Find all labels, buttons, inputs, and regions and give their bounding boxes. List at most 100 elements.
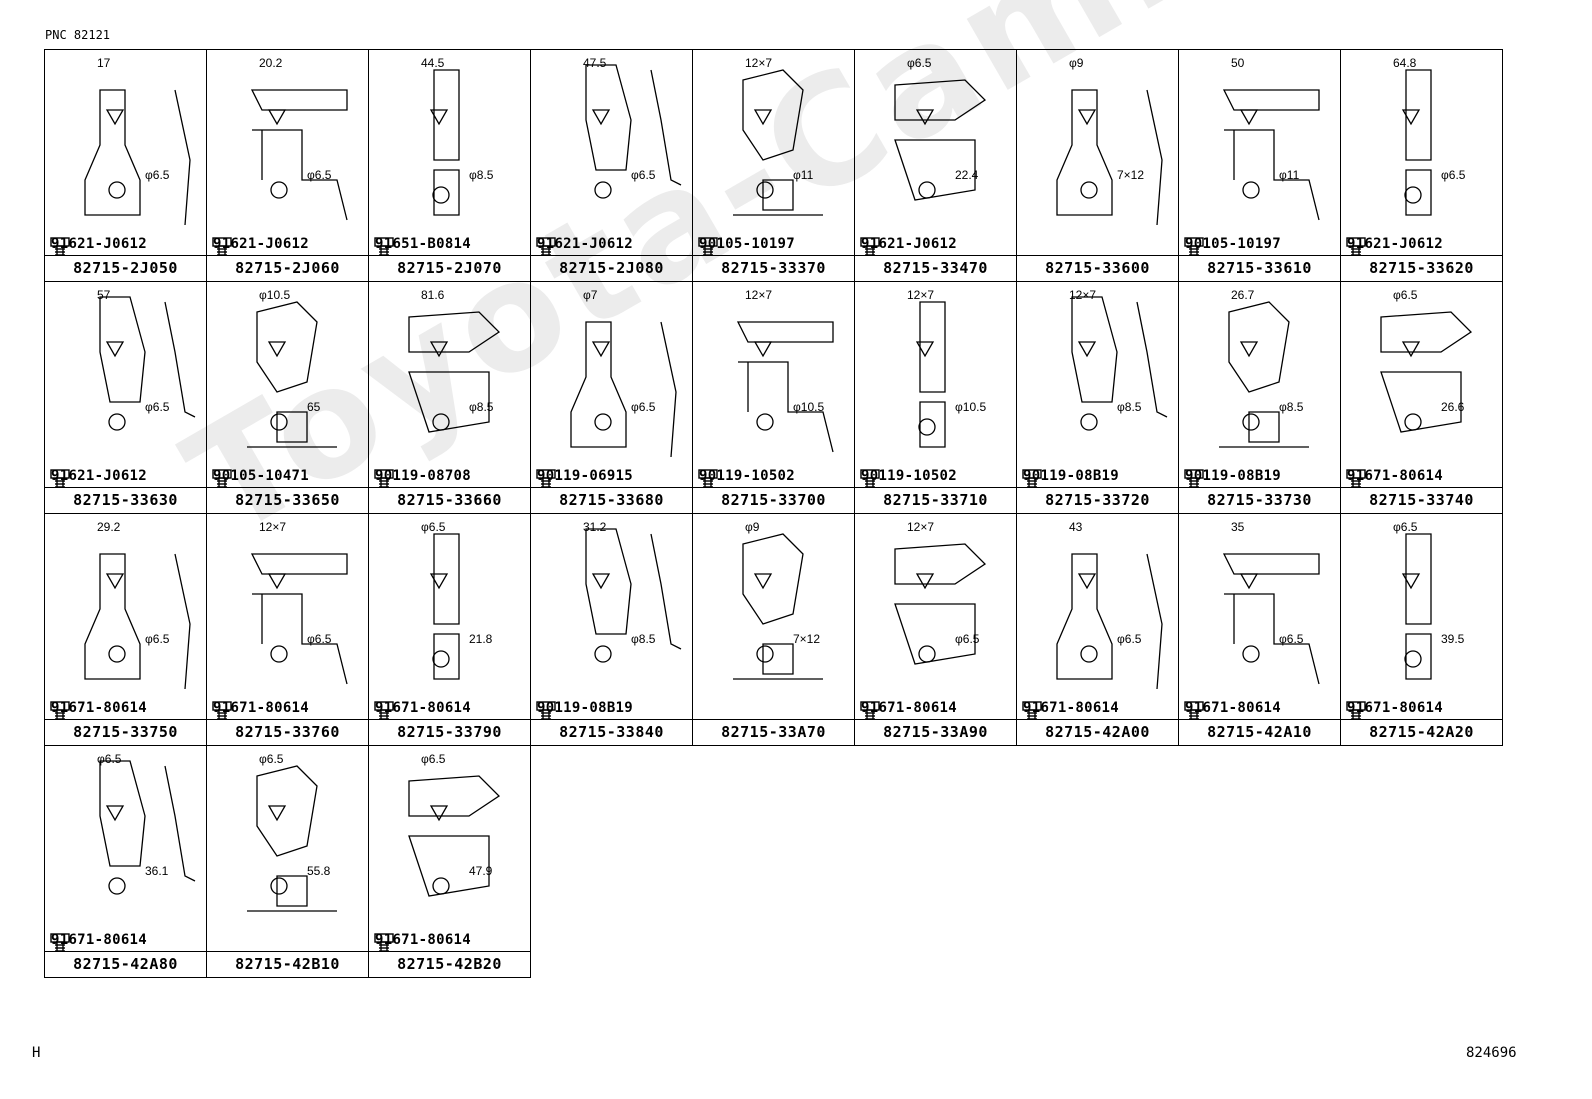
bolt-part-number: 90105-10197: [1185, 236, 1282, 252]
part-number[interactable]: 82715-33730: [1207, 491, 1312, 509]
part-number[interactable]: 82715-33680: [559, 491, 664, 509]
bracket-drawing: [99, 296, 196, 431]
dimension-label: φ6.5: [259, 752, 284, 766]
bolt-icon: [374, 469, 394, 487]
dimension-label: φ6.5: [145, 632, 170, 646]
bracket-drawing: [736, 321, 834, 453]
part-number[interactable]: 82715-33840: [559, 723, 664, 741]
bolt-callout: 91621-J0612: [859, 236, 957, 255]
part-number[interactable]: 82715-2J060: [235, 259, 340, 277]
bolt-part-number: 90119-08B19: [1185, 468, 1282, 484]
part-number[interactable]: 82715-42B10: [235, 955, 340, 973]
bolt-callout: 91621-J0612: [211, 236, 309, 255]
part-number[interactable]: 82715-33700: [721, 491, 826, 509]
part-number[interactable]: 82715-33600: [1045, 259, 1150, 277]
part-number[interactable]: 82715-2J080: [559, 259, 664, 277]
part-number[interactable]: 82715-42A80: [73, 955, 178, 973]
bolt-part-number: 90119-08708: [375, 468, 472, 484]
dimension-label: 36.1: [145, 864, 169, 878]
part-number[interactable]: 82715-2J050: [73, 259, 178, 277]
part-number[interactable]: 82715-33790: [397, 723, 502, 741]
bolt-part-number: 90105-10471: [213, 468, 310, 484]
part-number[interactable]: 82715-33A70: [721, 723, 826, 741]
dimension-label: 31.2: [583, 520, 607, 534]
bracket-drawing: [429, 69, 460, 216]
dimension-label: 22.4: [955, 168, 979, 182]
part-number[interactable]: 82715-33720: [1045, 491, 1150, 509]
part-number[interactable]: 82715-33610: [1207, 259, 1312, 277]
part-number[interactable]: 82715-33660: [397, 491, 502, 509]
dimension-label: φ8.5: [469, 168, 494, 182]
part-number[interactable]: 82715-33750: [73, 723, 178, 741]
dimension-label: 81.6: [421, 288, 445, 302]
part-number[interactable]: 82715-42A20: [1369, 723, 1474, 741]
part-number[interactable]: 82715-33760: [235, 723, 340, 741]
dimension-label: 29.2: [97, 520, 121, 534]
part-number[interactable]: 82715-33650: [235, 491, 340, 509]
bolt-part-number: 91671-80614: [1185, 700, 1282, 716]
bolt-callout: 90119-08B19: [1021, 468, 1119, 487]
part-number[interactable]: 82715-33740: [1369, 491, 1474, 509]
part-number[interactable]: 82715-33A90: [883, 723, 988, 741]
dimension-label: φ6.5: [1441, 168, 1466, 182]
part-number[interactable]: 82715-33620: [1369, 259, 1474, 277]
part-number[interactable]: 82715-42B20: [397, 955, 502, 973]
bracket-drawing: [250, 553, 348, 685]
bracket-drawing: [585, 528, 682, 663]
part-number[interactable]: 82715-33710: [883, 491, 988, 509]
bracket-drawing: [84, 89, 191, 226]
part-number[interactable]: 82715-42A00: [1045, 723, 1150, 741]
bracket-drawing: [1056, 553, 1163, 690]
part-number[interactable]: 82715-33470: [883, 259, 988, 277]
bolt-callout: 91671-80614: [49, 932, 147, 951]
dimension-label: φ6.5: [1279, 632, 1304, 646]
dimension-label: 43: [1069, 520, 1083, 534]
part-number[interactable]: 82715-2J070: [397, 259, 502, 277]
part-number[interactable]: 82715-33370: [721, 259, 826, 277]
dimension-label: 12×7: [745, 56, 773, 70]
bolt-icon: [50, 701, 70, 719]
part-number[interactable]: 82715-42A10: [1207, 723, 1312, 741]
dimension-label: φ6.5: [307, 632, 332, 646]
part-number[interactable]: 82715-33630: [73, 491, 178, 509]
dimension-label: 64.8: [1393, 56, 1417, 70]
